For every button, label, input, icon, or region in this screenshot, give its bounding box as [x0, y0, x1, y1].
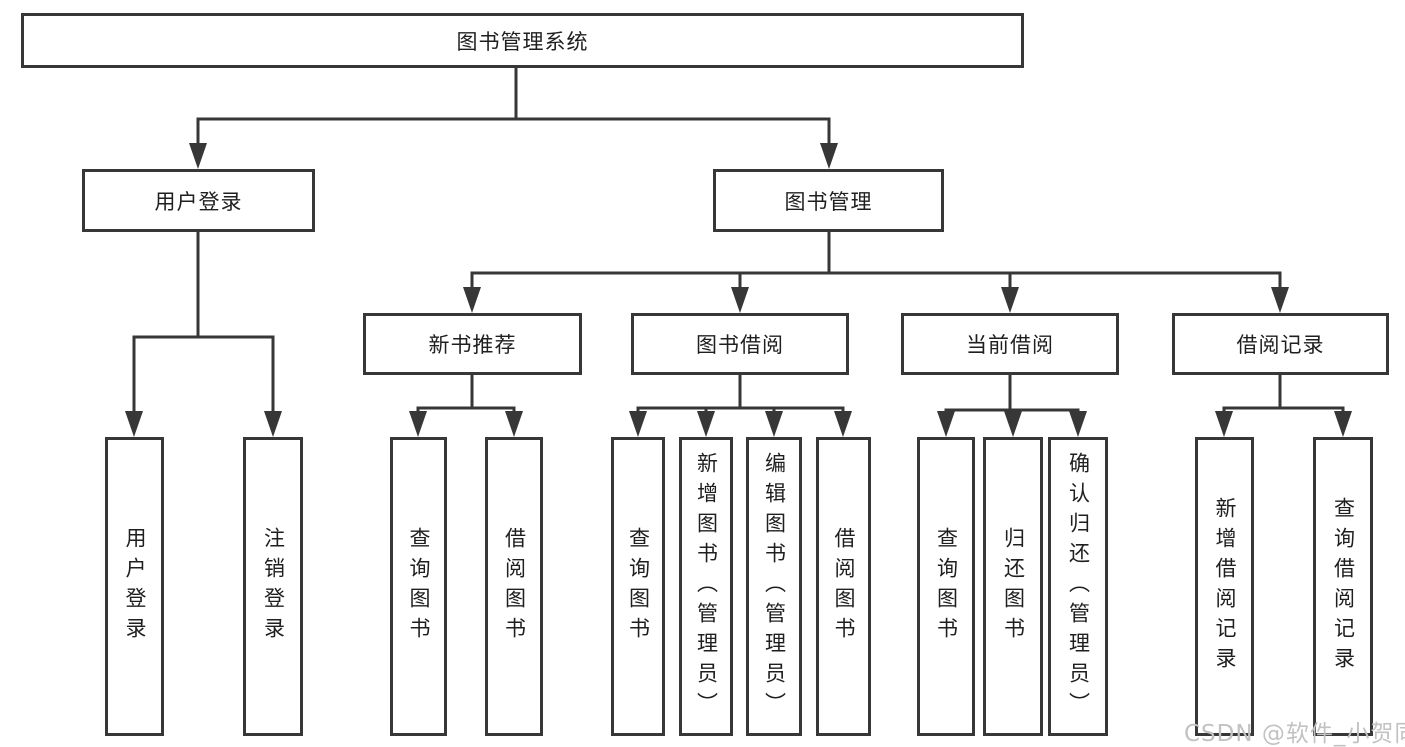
arrowhead: [463, 287, 481, 313]
arrowhead: [629, 411, 647, 437]
arrowhead: [834, 411, 852, 437]
leaf-label: 查询图书: [934, 526, 959, 647]
leaf-borrow-add-books-admin: 新增图书（管理员）: [679, 437, 733, 736]
arrowhead: [409, 411, 427, 437]
connector-root: [196, 66, 831, 148]
leaf-borrow-query-books: 查询图书: [611, 437, 665, 736]
arrowhead: [1334, 411, 1352, 437]
node-new-book-recommend: 新书推荐: [363, 313, 582, 375]
leaf-logout-login: 注销登录: [243, 437, 303, 736]
node-root: 图书管理系统: [21, 13, 1024, 68]
leaf-label: 编辑图书（管理员）: [762, 451, 787, 722]
leaf-current-return-books: 归还图书: [983, 437, 1043, 736]
leaf-recommend-query-books: 查询图书: [390, 437, 447, 736]
leaf-label: 注销登录: [261, 526, 286, 647]
node-book-management: 图书管理: [713, 169, 944, 232]
arrowhead: [1215, 411, 1233, 437]
connector-new-book-recommend: [416, 373, 516, 418]
leaf-label: 借阅图书: [502, 526, 527, 647]
leaf-current-confirm-return-admin: 确认归还（管理员）: [1048, 437, 1108, 736]
arrowhead: [731, 287, 749, 313]
arrowhead: [820, 143, 838, 169]
connector-user-login: [132, 230, 275, 418]
arrowhead: [264, 411, 282, 437]
leaf-label: 新增借阅记录: [1213, 496, 1237, 677]
leaf-user-login: 用户登录: [105, 437, 164, 736]
arrowhead: [765, 411, 783, 437]
leaf-label: 新增图书（管理员）: [694, 451, 719, 722]
node-book-borrow: 图书借阅: [631, 313, 849, 375]
leaf-recommend-borrow-books: 借阅图书: [485, 437, 543, 736]
connector-current-borrow: [944, 373, 1080, 418]
arrowhead: [189, 143, 207, 169]
leaf-label: 用户登录: [123, 526, 147, 647]
watermark: CSDN @软件_小贺同学: [1184, 721, 1405, 747]
node-current-borrow: 当前借阅: [901, 313, 1119, 375]
arrowhead: [937, 411, 955, 437]
leaf-borrow-edit-books-admin: 编辑图书（管理员）: [746, 437, 802, 736]
arrowhead: [505, 411, 523, 437]
leaf-current-query-books: 查询图书: [917, 437, 975, 736]
leaf-label: 借阅图书: [832, 526, 856, 647]
node-user-login: 用户登录: [82, 169, 315, 232]
leaf-label: 查询图书: [407, 526, 431, 647]
arrowhead: [697, 411, 715, 437]
leaf-label: 归还图书: [1001, 526, 1026, 647]
arrowhead: [125, 411, 143, 437]
leaf-label: 查询借阅记录: [1331, 496, 1356, 677]
leaf-records-add-borrow-record: 新增借阅记录: [1195, 437, 1254, 736]
connector-borrow-records: [1222, 373, 1345, 418]
leaf-label: 确认归还（管理员）: [1066, 451, 1091, 722]
connector-book-management: [470, 230, 1282, 294]
arrowhead: [1001, 287, 1019, 313]
arrowhead: [1004, 411, 1022, 437]
leaf-records-query-borrow-record: 查询借阅记录: [1313, 437, 1373, 736]
node-borrow-records: 借阅记录: [1172, 313, 1389, 375]
arrowhead: [1069, 411, 1087, 437]
leaf-borrow-borrow-books: 借阅图书: [816, 437, 871, 736]
arrowhead: [1271, 287, 1289, 313]
leaf-label: 查询图书: [626, 526, 651, 647]
connector-book-borrow: [636, 373, 845, 418]
